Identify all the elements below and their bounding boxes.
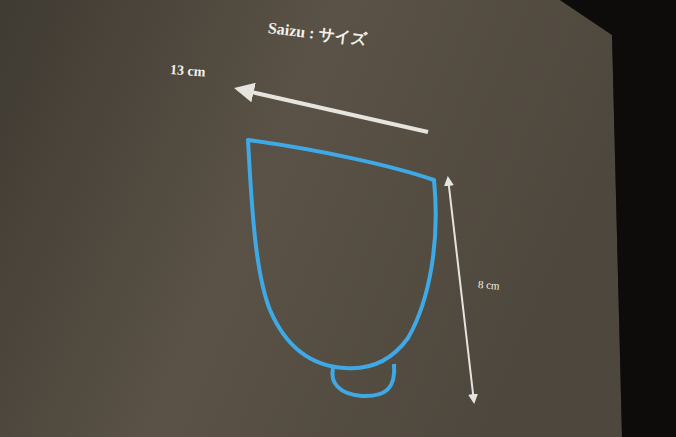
screen-frame: [560, 0, 676, 437]
dimension-label: 8 cm: [478, 278, 500, 291]
height-arrow: [448, 178, 474, 402]
dimension-label: 13 cm: [169, 62, 205, 80]
slide-title: Saizu : サイズ: [267, 18, 367, 51]
width-arrow: [238, 89, 428, 132]
bowl-outline: [248, 140, 436, 368]
projection-screen: [0, 0, 622, 437]
bowl-foot: [332, 364, 394, 396]
